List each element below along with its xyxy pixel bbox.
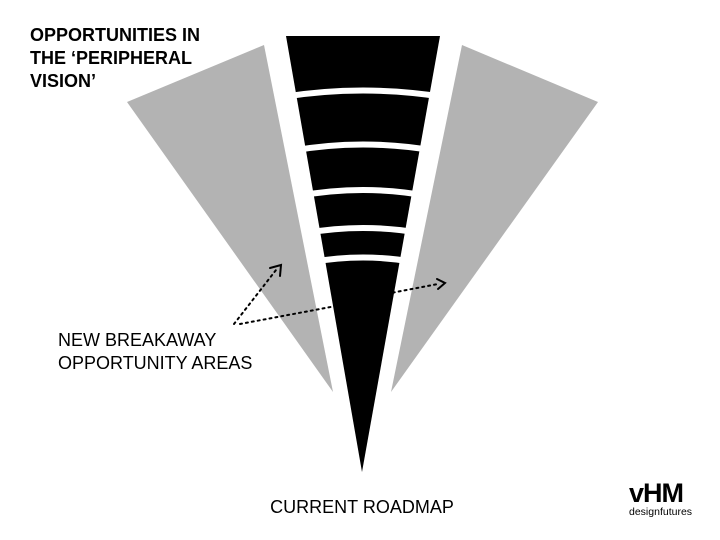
- roadmap-cone: [286, 36, 440, 472]
- arrowhead-left: [269, 263, 283, 277]
- callout-line-2: OPPORTUNITY AREAS: [58, 353, 253, 373]
- callout-line-1: NEW BREAKAWAY: [58, 330, 217, 350]
- left-peripheral-wedge: [127, 45, 333, 392]
- logo-subtitle: designfutures: [629, 506, 693, 518]
- title-line-1: OPPORTUNITIES IN: [30, 25, 201, 45]
- title-line-2: THE ‘PERIPHERAL: [30, 48, 193, 68]
- arrow-to-right-wedge: [239, 283, 439, 325]
- right-peripheral-wedge: [391, 45, 598, 392]
- arrowhead-right: [436, 278, 447, 290]
- cone-band-4: [305, 225, 421, 236]
- diagram-title: OPPORTUNITIES IN THE ‘PERIPHERAL VISION’: [30, 24, 200, 93]
- title-line-3: VISION’: [30, 71, 97, 91]
- arrowheads: [269, 263, 447, 290]
- logo-mark: vHM: [629, 478, 684, 508]
- arrow-to-left-wedge: [233, 269, 277, 325]
- callout-arrows: [233, 269, 439, 325]
- cone-band-separators: [281, 87, 445, 265]
- current-roadmap-label: CURRENT ROADMAP: [270, 497, 454, 517]
- cone-band-3: [297, 187, 429, 199]
- cone-band-5: [311, 254, 415, 265]
- cone-band-1: [281, 87, 445, 100]
- cone-band-2: [289, 141, 437, 154]
- breakaway-callout: NEW BREAKAWAY OPPORTUNITY AREAS: [58, 329, 252, 375]
- vhm-logo: vHM designfutures: [629, 478, 701, 519]
